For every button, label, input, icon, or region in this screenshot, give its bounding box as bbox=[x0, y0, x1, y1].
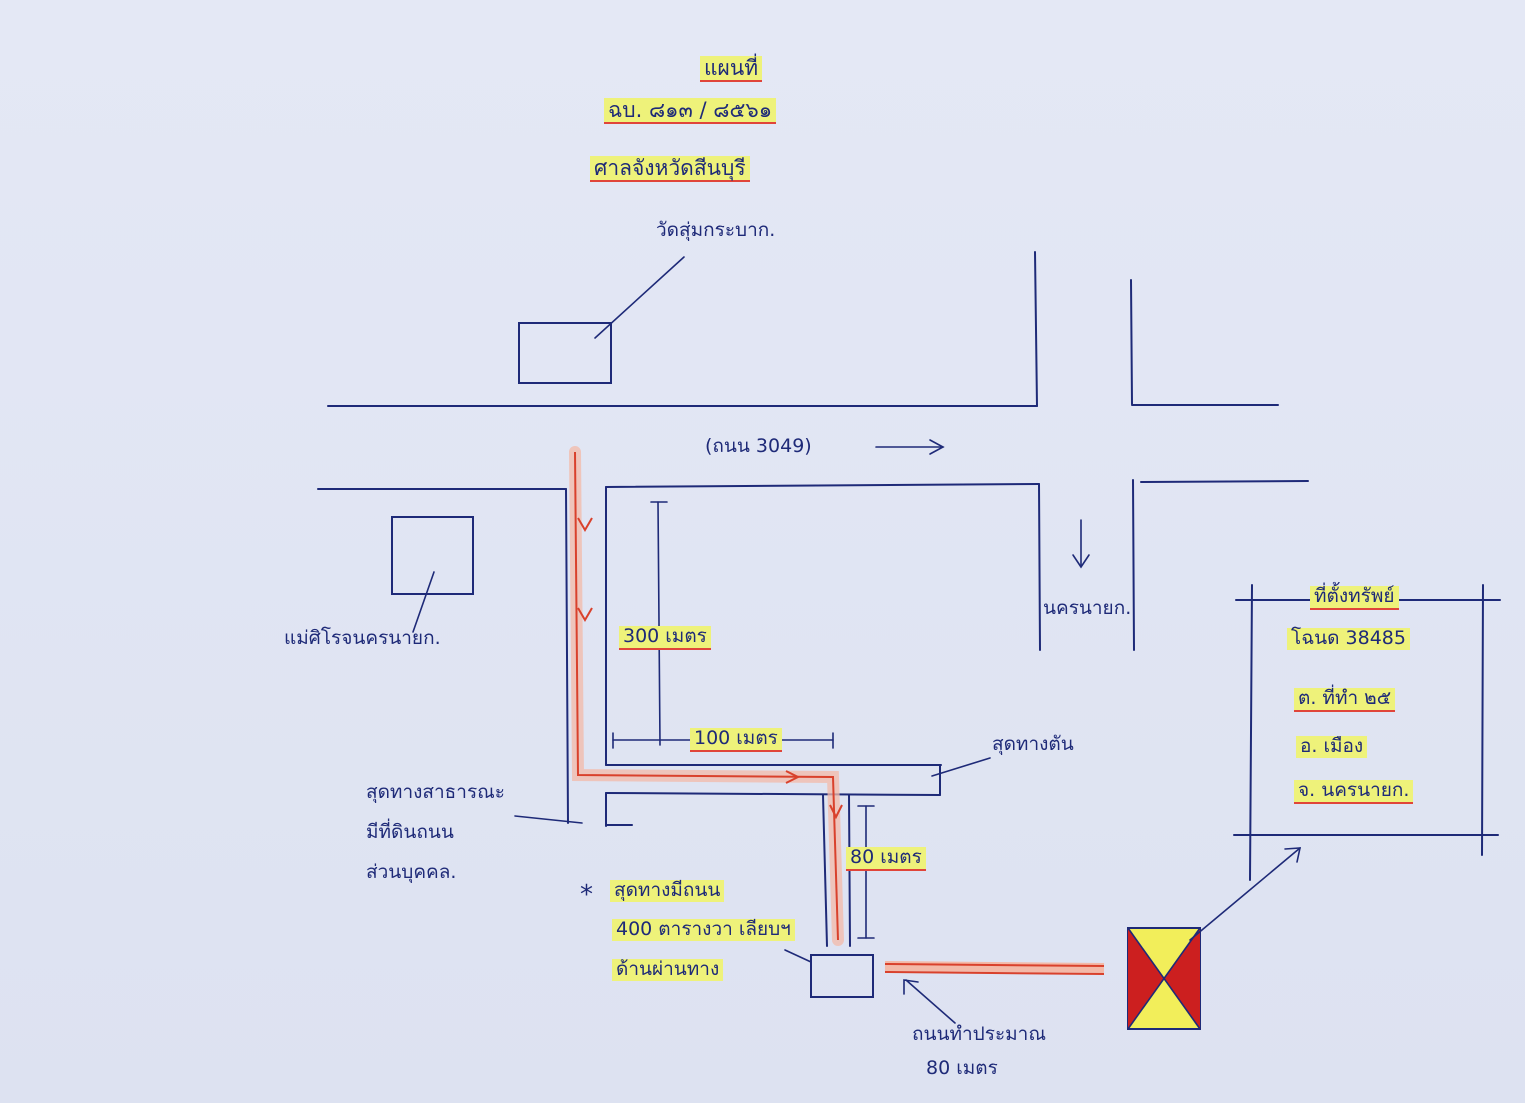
dead-end-label: สุดทางตัน bbox=[992, 733, 1074, 755]
main-road-south-edge-east bbox=[1140, 480, 1309, 483]
cross-road-east-north bbox=[1130, 279, 1133, 405]
alley-west-edge bbox=[565, 488, 569, 824]
property-marker-diag-2 bbox=[1127, 927, 1201, 1030]
dirt-road-label-2: 80 เมตร bbox=[926, 1057, 998, 1079]
to-town-label: นครนายก. bbox=[1043, 597, 1132, 619]
temple-label: วัดสุ่มกระบาก. bbox=[656, 219, 776, 241]
note-asterisk: * bbox=[580, 880, 593, 910]
property-amphoe: อ. เมือง bbox=[1296, 735, 1368, 758]
public-land-line-2: มีที่ดินถนน bbox=[366, 821, 454, 843]
dirt-road-label-1: ถนนทำประมาณ bbox=[912, 1023, 1046, 1045]
temple-building bbox=[518, 322, 612, 384]
route-line bbox=[574, 451, 839, 941]
map-title: แผนที่ bbox=[700, 56, 763, 83]
property-changwat: จ. นครนายก. bbox=[1294, 779, 1414, 804]
property-tambon: ต. ที่ทำ ๒๕ bbox=[1294, 687, 1396, 712]
distance-100: 100 เมตร bbox=[690, 727, 782, 752]
dirt-road-glow bbox=[884, 961, 1105, 973]
route-arrow-1 bbox=[577, 517, 593, 532]
route-highlight bbox=[569, 446, 844, 946]
property-marker-red-left bbox=[1128, 928, 1164, 1029]
route-arrow-2 bbox=[577, 607, 593, 622]
public-land-line-1: สุดทางสาธารณะ bbox=[366, 781, 505, 803]
note-line-3: ด้านผ่านทาง bbox=[612, 958, 724, 981]
route-arrow-4 bbox=[829, 804, 843, 820]
cross-road-west-north bbox=[1034, 251, 1038, 407]
cross-road-east-south bbox=[1132, 479, 1135, 651]
public-land-line-3: ส่วนบุคคล. bbox=[366, 861, 457, 883]
note-line-1: สุดทางมีถนน bbox=[610, 879, 725, 902]
dirt-road-leader bbox=[905, 979, 956, 1024]
property-marker-red-right bbox=[1164, 928, 1200, 1029]
dim-300-line bbox=[657, 501, 661, 746]
main-road-south-edge-mid bbox=[605, 483, 1040, 488]
deed-number: ฉบ. ๘๑๓ / ๘๕๖๑ bbox=[604, 98, 777, 125]
dirt-road-edge-1 bbox=[884, 963, 1105, 967]
road-label: (ถนน 3049) bbox=[705, 435, 812, 457]
cross-road-west-south bbox=[1038, 483, 1041, 651]
route-arrow-3 bbox=[785, 770, 801, 784]
branch-west-edge bbox=[822, 794, 828, 947]
alley-south-edge-h bbox=[605, 792, 941, 796]
property-leader bbox=[1189, 847, 1301, 941]
property-deed-no: โฉนด 38485 bbox=[1287, 627, 1410, 650]
note-line-2: 400 ตารางวา เลียบฯ bbox=[612, 918, 795, 941]
property-leader-arrow bbox=[1284, 847, 1302, 863]
deadend-building bbox=[810, 954, 874, 998]
property-frame-right bbox=[1481, 584, 1484, 856]
property-title: ที่ตั้งทรัพย์ bbox=[1310, 585, 1399, 610]
note-leader bbox=[784, 949, 812, 963]
property-frame-left bbox=[1249, 584, 1253, 881]
school-label: แม่ศิโรจนครนายก. bbox=[284, 627, 441, 649]
deadend-leader bbox=[931, 757, 991, 777]
school-leader-line bbox=[412, 571, 435, 633]
court-name: ศาลจังหวัดสีนบุรี bbox=[590, 156, 750, 183]
temple-leader-line bbox=[594, 256, 685, 339]
dirt-road-leader-arrow bbox=[903, 979, 919, 995]
east-arrow-head bbox=[929, 439, 945, 455]
south-arrow-head bbox=[1072, 554, 1090, 569]
school-building bbox=[391, 516, 474, 595]
distance-300: 300 เมตร bbox=[619, 625, 711, 650]
distance-80: 80 เมตร bbox=[846, 846, 926, 871]
dirt-road-edge-2 bbox=[884, 971, 1105, 975]
public-land-leader bbox=[514, 815, 583, 824]
